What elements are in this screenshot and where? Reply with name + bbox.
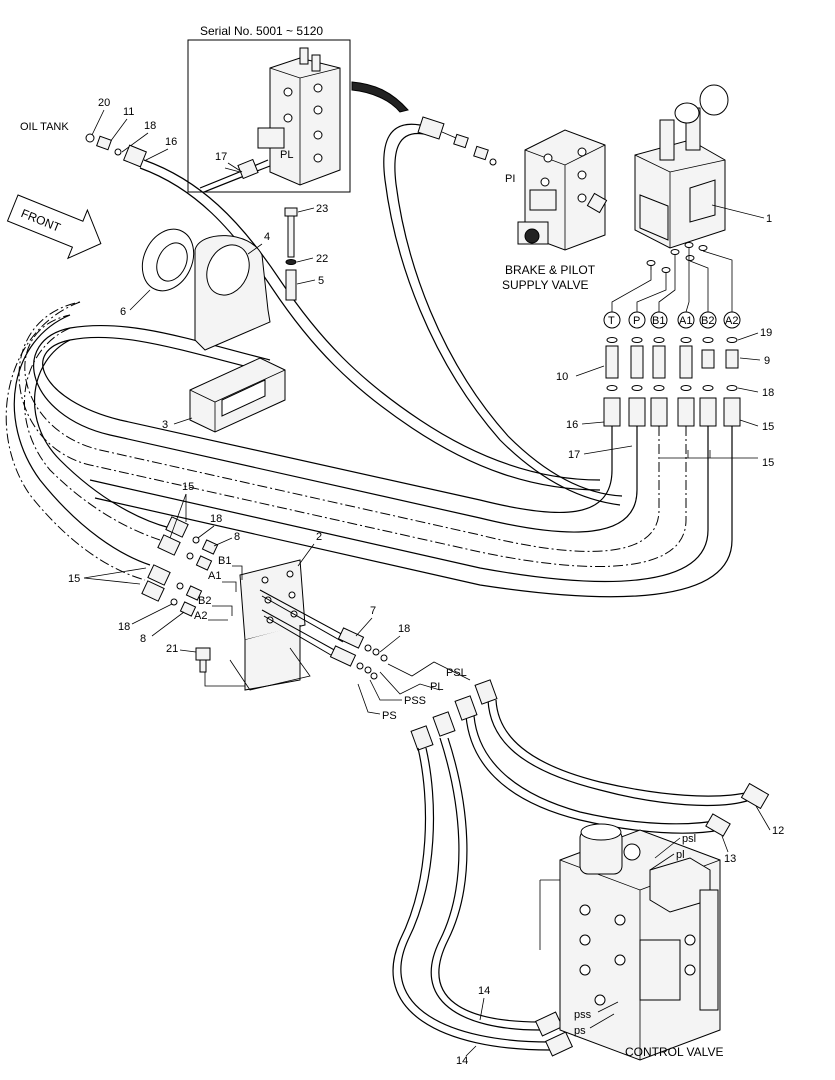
- pilot-hoses: 12 13 14 14: [392, 679, 784, 1067]
- callout-18c: 18: [210, 513, 222, 525]
- callout-21: 21: [166, 643, 178, 655]
- svg-text:A2: A2: [725, 315, 738, 327]
- callout-8b: 8: [140, 633, 146, 645]
- plate-label-A2: A2: [194, 610, 207, 622]
- port-A1: [677, 311, 695, 329]
- hose-17: [383, 123, 621, 506]
- bolt-23: [287, 214, 295, 258]
- bracket-assembly: 23 4 22 5 6: [120, 203, 328, 351]
- callout-16b: 16: [566, 419, 578, 431]
- clamp-3: 3: [162, 357, 286, 433]
- callout-1: 1: [766, 213, 772, 225]
- brake-valve-label-1: BRAKE & PILOT: [505, 263, 596, 277]
- front-arrow: FRONT: [6, 194, 102, 260]
- svg-text:B2: B2: [701, 315, 714, 327]
- port-labels: T P B1 A1 B2 A2: [603, 311, 741, 329]
- port-B1: [650, 311, 668, 329]
- port-P: [628, 311, 646, 329]
- oil-tank-hose: OIL TANK 20 11 18 16: [20, 97, 601, 491]
- callout-3: 3: [162, 419, 168, 431]
- hose-bundle: [5, 301, 733, 598]
- callout-7: 7: [370, 605, 376, 617]
- callout-2: 2: [316, 531, 322, 543]
- label-PS: PS: [382, 710, 397, 722]
- remote-control-valve: 1: [634, 84, 772, 249]
- plate-label-B1: B1: [218, 555, 231, 567]
- callout-19: 19: [760, 327, 772, 339]
- inset-hose: [199, 159, 269, 189]
- inset-leader-arrow: [351, 81, 409, 113]
- plate-fittings: 15 18 8 15 18 8: [68, 481, 240, 645]
- svg-text:B1: B1: [652, 315, 665, 327]
- pilot-line-labels: PSL PL PSS PS: [357, 661, 471, 722]
- callout-17b: 17: [568, 449, 580, 461]
- plate-label-B2: B2: [198, 595, 211, 607]
- spacer-5: [285, 269, 297, 301]
- callout-20: 20: [98, 97, 110, 109]
- callout-13: 13: [724, 853, 736, 865]
- svg-text:A1: A1: [679, 315, 692, 327]
- callout-14a: 14: [478, 985, 490, 997]
- callout-18e: 18: [398, 623, 410, 635]
- serial-label: Serial No. 5001 ~ 5120: [200, 24, 323, 38]
- callout-15b: 15: [762, 457, 774, 469]
- callout-15d: 15: [68, 573, 80, 585]
- label-PL: PL: [430, 681, 443, 693]
- cv-label-pss: pss: [574, 1009, 592, 1021]
- mounting-plate-2: 2 21: [166, 531, 322, 691]
- pilot-supply-hose: [383, 116, 623, 506]
- brake-pilot-supply-valve: PI BRAKE & PILOT SUPPLY VALVE: [502, 129, 608, 292]
- pi-label: PI: [505, 173, 515, 185]
- callout-4: 4: [264, 231, 270, 243]
- control-valve-label: CONTROL VALVE: [625, 1045, 723, 1059]
- callout-18a: 18: [144, 120, 156, 132]
- cv-label-ps: ps: [574, 1025, 586, 1037]
- callout-15a: 15: [762, 421, 774, 433]
- cv-label-psl: psl: [682, 833, 696, 845]
- port-B2: [699, 311, 717, 329]
- port-leaders: [611, 242, 733, 313]
- svg-text:P: P: [633, 315, 640, 327]
- callout-15c: 15: [182, 481, 194, 493]
- callout-18b: 18: [762, 387, 774, 399]
- callout-23: 23: [316, 203, 328, 215]
- plate-label-A1: A1: [208, 570, 221, 582]
- cv-label-pl: pl: [676, 849, 685, 861]
- label-PSL: PSL: [446, 667, 467, 679]
- serial-inset: Serial No. 5001 ~ 5120 PL 17: [187, 24, 351, 193]
- port-fittings: [603, 337, 741, 427]
- callout-12: 12: [772, 825, 784, 837]
- inset-pl-label: PL: [280, 149, 293, 161]
- callout-17-inset: 17: [215, 151, 227, 163]
- callout-9: 9: [764, 355, 770, 367]
- callout-16a: 16: [165, 136, 177, 148]
- inset-frame: [187, 39, 351, 193]
- callout-22: 22: [316, 253, 328, 265]
- oil-tank-label: OIL TANK: [20, 121, 69, 133]
- svg-text:T: T: [608, 315, 615, 327]
- port-T: [603, 311, 621, 329]
- callout-8a: 8: [234, 531, 240, 543]
- callout-14b: 14: [456, 1055, 468, 1067]
- label-PSS: PSS: [404, 695, 426, 707]
- brake-valve-label-2: SUPPLY VALVE: [502, 278, 589, 292]
- oil-hose-16: [143, 159, 601, 481]
- callout-11: 11: [123, 106, 134, 118]
- callout-6: 6: [120, 306, 126, 318]
- callout-5: 5: [318, 275, 324, 287]
- main-control-valve: psl pl pss ps CONTROL VALVE: [539, 823, 723, 1061]
- callout-10: 10: [556, 371, 568, 383]
- port-A2: [723, 311, 741, 329]
- plate-port-labels: B1 A1 B2 A2: [194, 555, 243, 622]
- callout-18d: 18: [118, 621, 130, 633]
- plate-tubes: 7 18: [259, 589, 410, 680]
